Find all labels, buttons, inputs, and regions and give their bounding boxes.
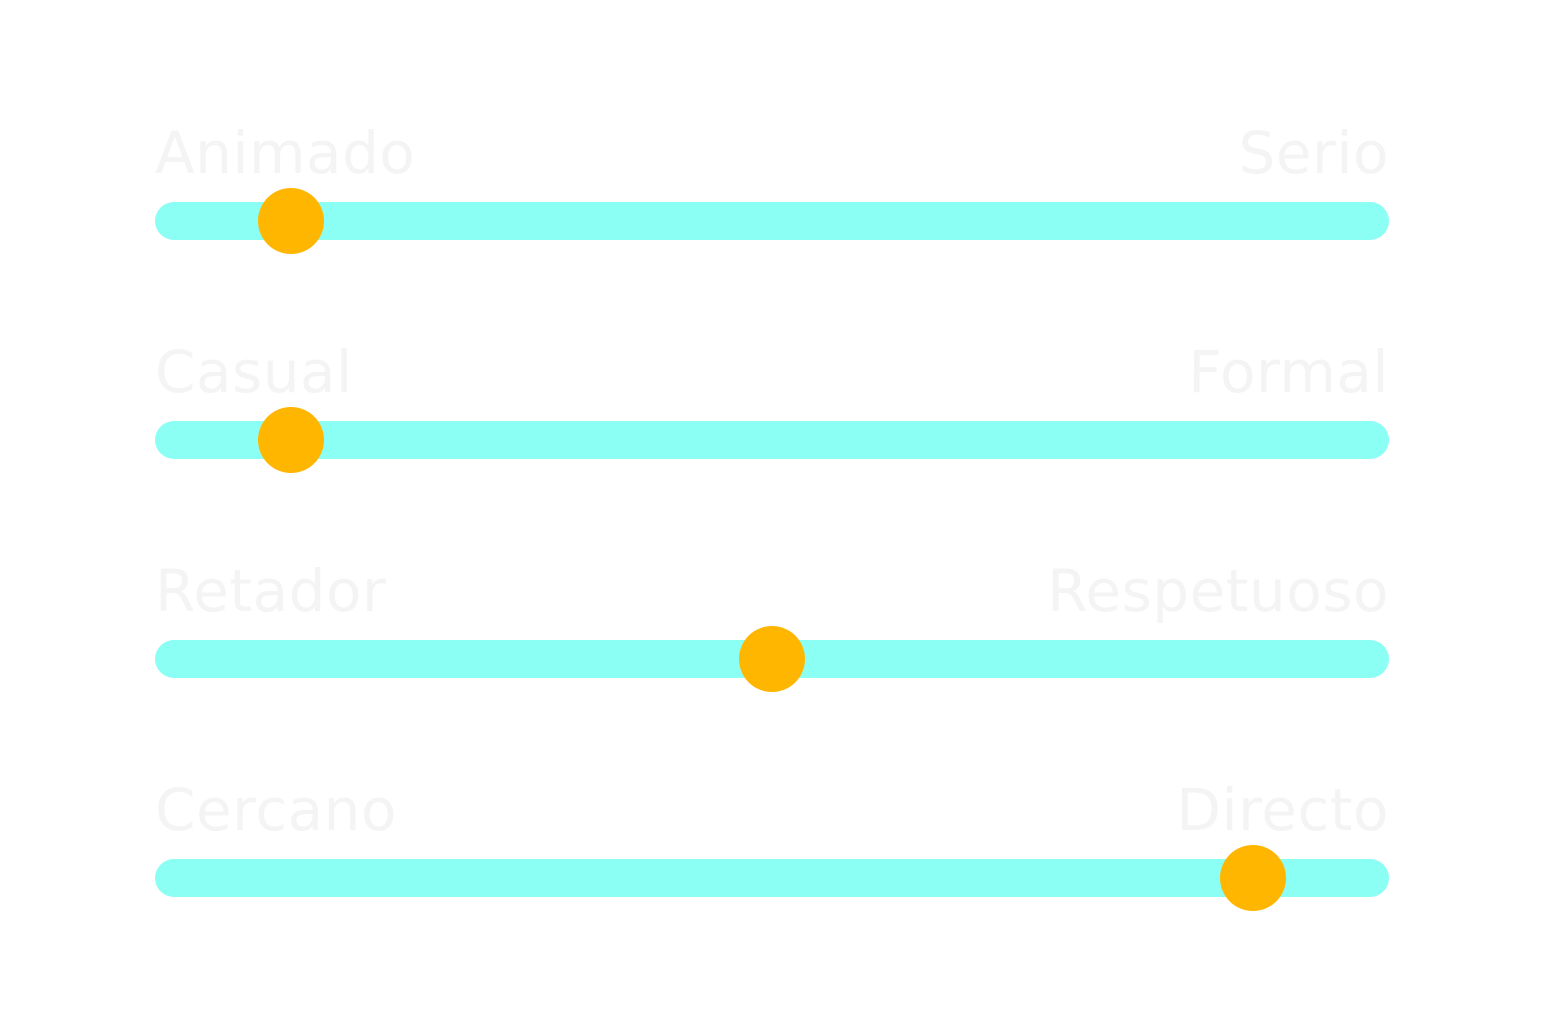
slider-casual-formal: Casual Formal	[155, 340, 1389, 490]
slider-thumb[interactable]	[257, 407, 324, 473]
slider-left-label: Retador	[155, 557, 387, 625]
slider-right-label: Formal	[1188, 338, 1389, 406]
slider-track[interactable]	[155, 859, 1389, 897]
slider-left-label: Cercano	[155, 776, 397, 844]
slider-cercano-directo: Cercano Directo	[155, 778, 1389, 928]
slider-track[interactable]	[155, 421, 1389, 459]
slider-thumb[interactable]	[257, 188, 324, 254]
slider-right-label: Directo	[1176, 776, 1389, 844]
slider-right-label: Respetuoso	[1047, 557, 1389, 625]
slider-left-label: Animado	[155, 119, 416, 187]
slider-animado-serio: Animado Serio	[155, 121, 1389, 271]
slider-retador-respetuoso: Retador Respetuoso	[155, 559, 1389, 709]
slider-track[interactable]	[155, 202, 1389, 240]
slider-right-label: Serio	[1238, 119, 1389, 187]
slider-thumb[interactable]	[739, 626, 805, 692]
slider-left-label: Casual	[155, 338, 353, 406]
slider-thumb[interactable]	[1220, 845, 1287, 911]
